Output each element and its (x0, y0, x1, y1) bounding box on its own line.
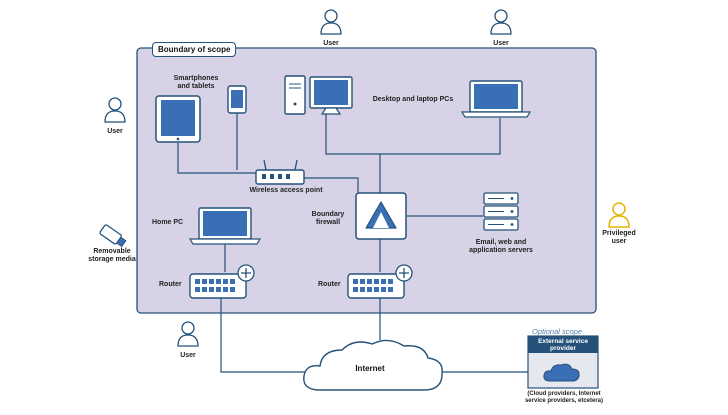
external-provider-box (527, 335, 599, 389)
smartphone-icon (227, 85, 247, 114)
home-pc-icon (188, 207, 262, 245)
user-icon-top-left (320, 9, 342, 35)
internet-cloud-icon (303, 339, 443, 391)
servers-label: Email, web and application servers (469, 239, 533, 254)
internet-label: Internet (355, 364, 385, 373)
scope-title: Boundary of scope (152, 42, 237, 57)
user-icon-top-right (490, 9, 512, 35)
usb-storage-icon (99, 224, 127, 248)
wireless-ap-label: Wireless access point (249, 187, 323, 194)
user-bottom-label: User (180, 352, 196, 359)
boundary-firewall-label: Boundary firewall (311, 211, 345, 226)
router-left-label: Router (159, 281, 182, 288)
connection-lines (177, 113, 530, 373)
user-icon-bottom (177, 321, 199, 347)
user-top-left-label: User (323, 40, 339, 47)
desktop-laptop-label: Desktop and laptop PCs (372, 96, 454, 103)
privileged-user-label: Privileged user (602, 230, 636, 245)
home-pc-label: Home PC (152, 219, 184, 226)
optional-scope-label: Optional scope (532, 327, 583, 336)
wireless-access-point-icon (255, 159, 305, 185)
external-provider-title: External service provider (538, 338, 588, 352)
removable-media-label: Removable storage media (88, 248, 136, 263)
user-top-right-label: User (493, 40, 509, 47)
router-right-icon (347, 264, 413, 299)
desktop-pc-icon (284, 75, 353, 115)
router-left-icon (189, 264, 255, 299)
external-provider-note: (Cloud providers, Internet service provi… (524, 391, 604, 404)
boundary-firewall-icon (355, 192, 407, 240)
user-icon-left (104, 97, 126, 123)
user-left-label: User (107, 128, 123, 135)
privileged-user-icon (608, 202, 630, 228)
laptop-icon (460, 80, 532, 118)
tablet-icon (155, 95, 201, 143)
router-right-label: Router (318, 281, 341, 288)
servers-icon (483, 192, 519, 231)
smartphones-label: Smartphones and tablets (173, 75, 219, 90)
